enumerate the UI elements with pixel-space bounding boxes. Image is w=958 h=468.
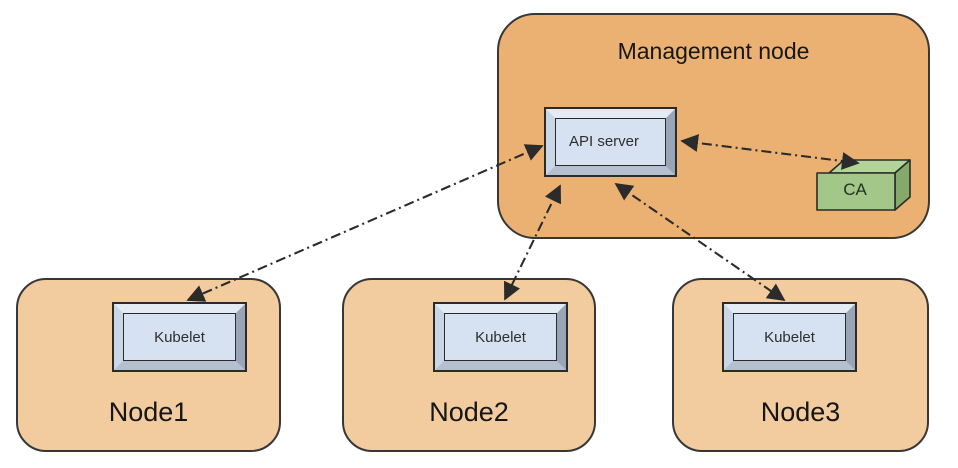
kubelet-box-node1: Kubelet	[112, 302, 247, 372]
kubelet-box-node2: Kubelet	[433, 302, 568, 372]
node2-label: Node2	[429, 397, 509, 427]
kubelet-face-node3: Kubelet	[724, 304, 855, 370]
ca-label: CA	[843, 180, 867, 199]
kubelet-box-node3: Kubelet	[722, 302, 857, 372]
kubelet-face-node1: Kubelet	[114, 304, 245, 370]
management-node-label: Management node	[617, 38, 810, 64]
kubelet-face-node2: Kubelet	[435, 304, 566, 370]
api-server-box: API server	[544, 107, 677, 177]
node1-label: Node1	[108, 397, 189, 427]
kubelet-label-node1: Kubelet	[154, 328, 205, 346]
node3-label: Node3	[760, 397, 841, 427]
kubelet-label-node2: Kubelet	[475, 328, 526, 346]
ca-box: CA	[816, 159, 911, 211]
edge-apiserver-kubelet1	[186, 144, 544, 302]
api-server-label: API server	[569, 133, 640, 150]
api-server-face: API server	[546, 109, 675, 175]
kubelet-label-node3: Kubelet	[764, 328, 815, 346]
